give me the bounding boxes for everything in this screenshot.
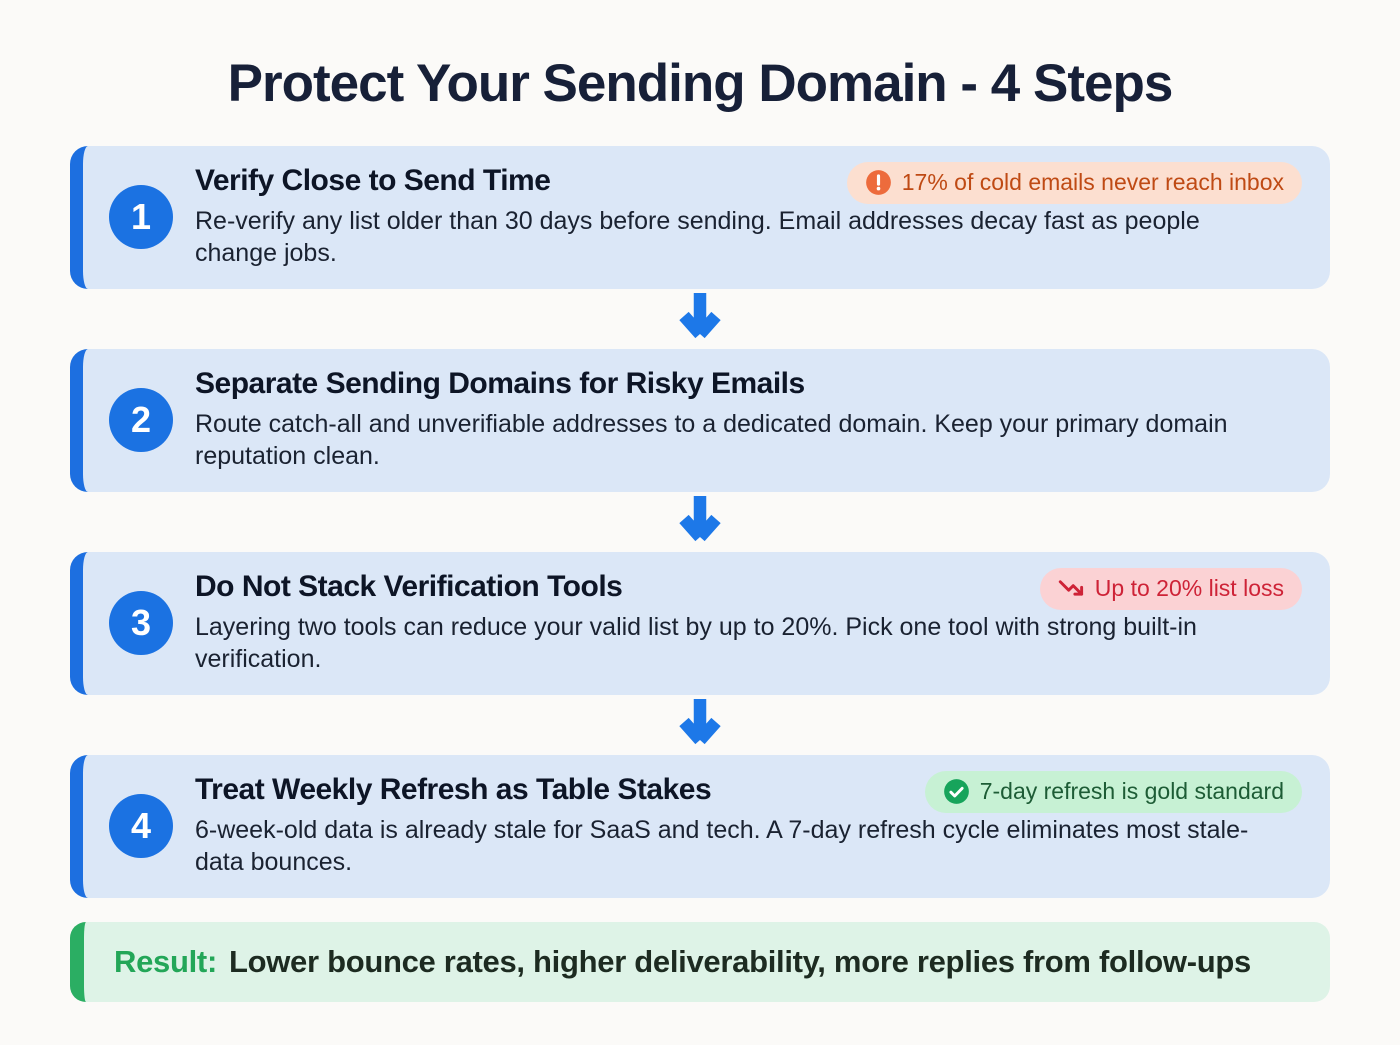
step-description: Layering two tools can reduce your valid… [195,613,1197,674]
step-content: Treat Weekly Refresh as Table Stakes 6-w… [195,773,1285,879]
step-card-4: 4 Treat Weekly Refresh as Table Stakes 6… [70,754,1330,898]
arrow-down-icon [676,493,724,550]
step-number-badge: 4 [109,794,173,859]
step-number-badge: 3 [109,591,173,656]
step-card-3: 3 Do Not Stack Verification Tools Layeri… [70,551,1330,695]
success-badge: 7-day refresh is gold standard [924,770,1302,813]
step-number-badge: 1 [109,185,173,250]
step-title: Do Not Stack Verification Tools [195,570,623,604]
step-card-1: 1 Verify Close to Send Time Re-verify an… [70,145,1330,289]
step-content: Do Not Stack Verification Tools Layering… [195,570,1285,676]
page-title: Protect Your Sending Domain - 4 Steps [227,54,1174,113]
flow-connector [70,289,1330,349]
badge-label: 17% of cold emails never reach inbox [901,169,1284,196]
flow-connector [70,492,1330,552]
alert-icon [865,169,892,196]
steps-flow: 1 Verify Close to Send Time Re-verify an… [70,145,1330,898]
step-title: Separate Sending Domains for Risky Email… [195,367,805,401]
arrow-down-icon [676,696,724,753]
step-title: Treat Weekly Refresh as Table Stakes [195,773,712,807]
trend-down-icon [1058,575,1085,602]
check-icon [943,778,970,805]
badge-label: Up to 20% list loss [1094,575,1284,602]
danger-badge: Up to 20% list loss [1039,567,1302,610]
warning-badge: 17% of cold emails never reach inbox [846,161,1302,204]
arrow-down-icon [676,290,724,347]
step-content: Verify Close to Send Time Re-verify any … [195,164,1285,270]
step-content: Separate Sending Domains for Risky Email… [195,367,1285,473]
result-text: Lower bounce rates, higher deliverabilit… [228,943,1251,979]
result-bar: Result: Lower bounce rates, higher deliv… [70,921,1330,1002]
step-description: Route catch-all and unverifiable address… [195,410,1228,471]
step-description: Re-verify any list older than 30 days be… [195,207,1200,268]
step-title: Verify Close to Send Time [195,164,551,198]
infographic: Protect Your Sending Domain - 4 Steps 1 … [70,54,1330,1002]
result-label: Result: [114,943,217,979]
badge-label: 7-day refresh is gold standard [979,778,1284,805]
step-description: 6-week-old data is already stale for Saa… [195,816,1249,877]
flow-connector [70,695,1330,755]
step-card-2: 2 Separate Sending Domains for Risky Ema… [70,348,1330,492]
step-number-badge: 2 [109,388,173,453]
